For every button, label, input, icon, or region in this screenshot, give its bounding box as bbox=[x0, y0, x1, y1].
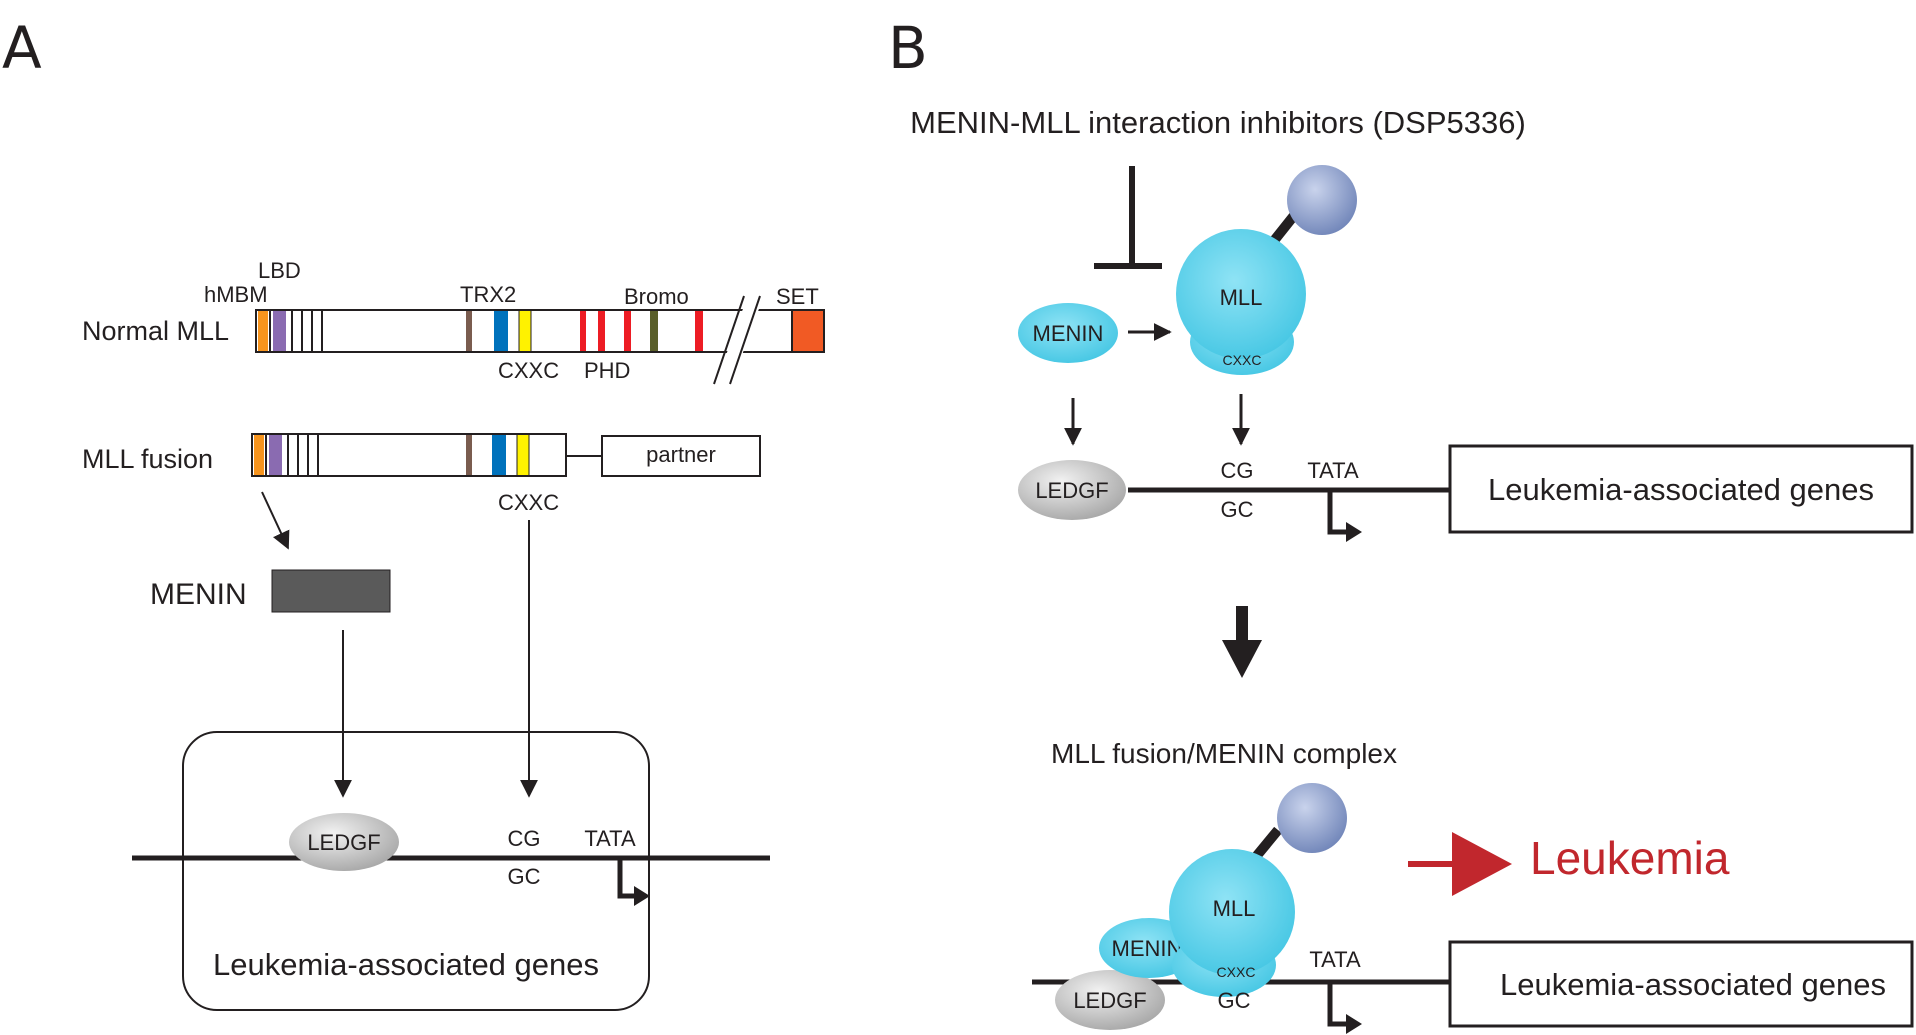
partner-ball-bottom bbox=[1277, 783, 1347, 853]
genes-label-bottom: Leukemia-associated genes bbox=[1500, 967, 1886, 1002]
menin-box bbox=[271, 569, 391, 613]
partner-box bbox=[601, 435, 761, 477]
cxxc-label-bottom: CXXC bbox=[1217, 964, 1256, 980]
mll-circle-bottom bbox=[1169, 849, 1295, 975]
cg-label-a: CG bbox=[508, 826, 541, 851]
outcome-arrow-head bbox=[1452, 832, 1512, 896]
genes-box-top bbox=[1448, 444, 1914, 534]
menin-label-bottom: MENIN bbox=[1112, 936, 1183, 961]
mll-label-top: MLL bbox=[1220, 285, 1263, 310]
normal-mll-protein-bar bbox=[255, 295, 825, 388]
normal-mll-label: Normal MLL bbox=[82, 316, 229, 346]
fusion-cxxc-label: CXXC bbox=[498, 490, 559, 515]
domain-label-phd: PHD bbox=[584, 358, 630, 383]
cg-label-top: CG bbox=[1221, 458, 1254, 483]
mll-fusion-protein-bar bbox=[251, 433, 567, 477]
tss-arrow-top bbox=[1327, 492, 1362, 542]
gc-label-a: GC bbox=[508, 864, 541, 889]
leukemia-label: Leukemia bbox=[1530, 832, 1730, 884]
ledgf-oval-top bbox=[1018, 460, 1126, 520]
domain-label-lbd: LBD bbox=[258, 258, 301, 283]
genes-box-bottom bbox=[1448, 940, 1914, 1028]
partner-ball-top bbox=[1287, 165, 1357, 235]
domain-label-hmbm: hMBM bbox=[204, 282, 268, 307]
partner-label: partner bbox=[646, 442, 716, 467]
mll-label-bottom: MLL bbox=[1213, 896, 1256, 921]
gene-locus-box bbox=[182, 731, 650, 1011]
gc-label-bottom: GC bbox=[1218, 988, 1251, 1013]
cxxc-label-top: CXXC bbox=[1223, 352, 1262, 368]
domain-label-trx2: TRX2 bbox=[460, 282, 516, 307]
mll-circle-top bbox=[1176, 229, 1306, 359]
panel-b-letter: B bbox=[888, 14, 928, 82]
ledgf-label-top: LEDGF bbox=[1035, 478, 1108, 503]
domain-label-bromo: Bromo bbox=[624, 284, 689, 309]
ledgf-oval-a bbox=[289, 813, 399, 871]
menin-label-top: MENIN bbox=[1033, 321, 1104, 346]
gc-label-top: GC bbox=[1221, 497, 1254, 522]
domain-label-cxxc: CXXC bbox=[498, 358, 559, 383]
transition-arrow-head bbox=[1222, 640, 1262, 678]
genes-label-top: Leukemia-associated genes bbox=[1488, 472, 1874, 507]
complex-title: MLL fusion/MENIN complex bbox=[1051, 738, 1397, 769]
tss-arrow-bottom bbox=[1327, 984, 1362, 1034]
genes-label-a: Leukemia-associated genes bbox=[213, 947, 599, 982]
tata-label-a: TATA bbox=[584, 826, 636, 851]
domain-label-set: SET bbox=[776, 284, 819, 309]
arrow-hmbm-to-menin bbox=[261, 491, 290, 550]
ledgf-label-a: LEDGF bbox=[307, 830, 380, 855]
ledgf-label-bottom: LEDGF bbox=[1073, 988, 1146, 1013]
menin-oval-top bbox=[1018, 303, 1118, 363]
inhibitor-title: MENIN-MLL interaction inhibitors (DSP533… bbox=[910, 105, 1526, 140]
menin-label-a: MENIN bbox=[150, 578, 247, 611]
mll-fusion-label: MLL fusion bbox=[82, 444, 213, 474]
panel-a-letter: A bbox=[2, 14, 42, 82]
ledgf-oval-bottom bbox=[1055, 970, 1165, 1030]
tata-label-top: TATA bbox=[1307, 458, 1359, 483]
tss-arrow-a bbox=[617, 860, 650, 906]
tata-label-bottom: TATA bbox=[1309, 947, 1361, 972]
